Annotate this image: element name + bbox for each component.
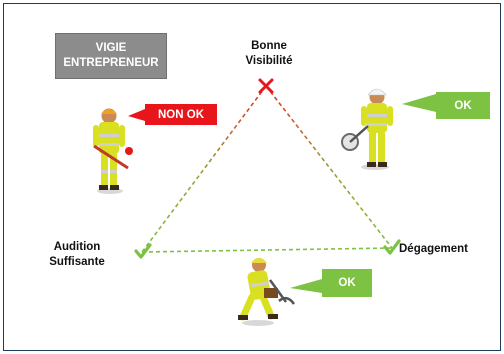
status-badge-ok-bottom: OK (322, 269, 372, 297)
badge-pointer-ok-top (402, 94, 436, 112)
label-top-line1: Bonne (251, 40, 287, 52)
check-icon-right (383, 239, 401, 255)
label-degagement: Dégagement (399, 243, 469, 255)
vigie-line1: VIGIE (95, 42, 127, 54)
label-left-line1: Audition (53, 241, 101, 253)
check-icon-left (134, 243, 152, 259)
badge-pointer-nok (128, 109, 145, 121)
status-badge-ok-top: OK (436, 92, 490, 119)
edge-right (265, 85, 393, 249)
worker-vigie-icon (93, 108, 133, 194)
cross-icon (258, 78, 274, 94)
label-audition-suffisante: Audition Suffisante (36, 240, 118, 270)
worker-gauge-icon (341, 88, 393, 170)
vigie-line2: ENTREPRENEUR (63, 57, 159, 69)
vigie-entrepreneur-box: VIGIE ENTREPRENEUR (55, 33, 167, 79)
status-badge-non-ok: NON OK (145, 104, 217, 125)
label-top-line2: Visibilité (245, 55, 293, 67)
label-left-line2: Suffisante (49, 256, 105, 268)
badge-pointer-ok-bottom (290, 279, 322, 293)
label-bonne-visibilite: Bonne Visibilité (228, 39, 310, 69)
worker-pickaxe-icon (238, 258, 296, 326)
edge-bottom (141, 247, 393, 253)
